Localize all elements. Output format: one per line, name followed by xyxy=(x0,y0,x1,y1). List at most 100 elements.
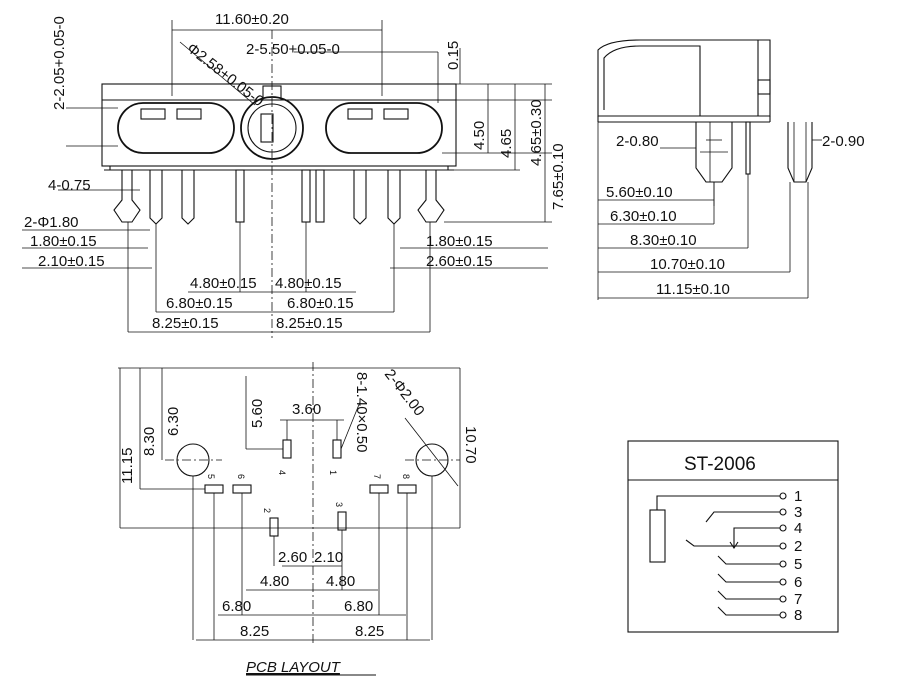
pcb-pin-label-5: 5 xyxy=(206,474,216,479)
dim-front-right-260: 2.60±0.15 xyxy=(426,253,493,270)
sch-pin-label: 4 xyxy=(794,520,802,537)
pcb-slot-7 xyxy=(369,484,389,494)
dim-front-680-left: 6.80±0.15 xyxy=(166,295,233,312)
schematic-box: ST-2006 1 3 4 2 5 6 7 8 xyxy=(627,440,839,633)
pcb-pin-label-2: 2 xyxy=(262,508,272,513)
sch-pin-label: 6 xyxy=(794,574,802,591)
front-left-post xyxy=(113,170,141,223)
dim-pcb-680-right: 6.80 xyxy=(344,598,373,615)
dim-side-1070: 10.70±0.10 xyxy=(650,256,725,273)
sch-terminal-3 xyxy=(779,508,787,516)
pcb-pin-label-7: 7 xyxy=(372,474,382,479)
front-right-contact-b xyxy=(383,108,409,120)
dim-pcb-1070: 10.70 xyxy=(462,426,479,464)
dim-front-left-180: 1.80±0.15 xyxy=(30,233,97,250)
front-left-contact-b xyxy=(176,108,202,120)
sch-pin-label: 7 xyxy=(794,591,802,608)
sch-pin-label: 1 xyxy=(794,488,802,505)
front-pin-6 xyxy=(353,170,367,225)
dim-pcb-560: 5.60 xyxy=(249,399,266,428)
front-pin-2 xyxy=(181,170,195,225)
dim-pcb-260: 2.60 xyxy=(278,549,307,566)
pcb-slot-3 xyxy=(337,511,347,531)
pcb-slot-8 xyxy=(397,484,417,494)
dim-front-h765: 7.65±0.10 xyxy=(550,143,567,210)
front-jack-outer xyxy=(240,96,304,160)
sch-pin-label: 8 xyxy=(794,607,802,624)
side-view xyxy=(597,39,822,300)
front-left-capsule xyxy=(117,102,235,154)
dim-pcb-210: 2.10 xyxy=(314,549,343,566)
front-pin-7 xyxy=(387,170,401,225)
dim-front-480-left: 4.80±0.15 xyxy=(190,275,257,292)
sch-pin-label: 2 xyxy=(794,538,802,555)
side-right-pin xyxy=(787,122,813,183)
dim-side-080: 2-0.80 xyxy=(616,133,659,150)
dim-front-right-180: 1.80±0.15 xyxy=(426,233,493,250)
dim-pcb-680-left: 6.80 xyxy=(222,598,251,615)
front-body-outline xyxy=(101,83,457,167)
pcb-pin-label-4: 4 xyxy=(277,470,287,475)
dim-front-680-right: 6.80±0.15 xyxy=(287,295,354,312)
dim-front-h450: 4.50 xyxy=(471,121,488,150)
pcb-slot-2 xyxy=(269,517,279,537)
dim-front-825-left: 8.25±0.15 xyxy=(152,315,219,332)
sch-terminal-7 xyxy=(779,595,787,603)
sch-terminal-4 xyxy=(779,524,787,532)
dim-pcb-480-right: 4.80 xyxy=(326,573,355,590)
dim-front-825-right: 8.25±0.15 xyxy=(276,315,343,332)
side-body-outline xyxy=(597,39,771,117)
front-pin-3 xyxy=(235,169,245,223)
front-jack-slot xyxy=(260,113,274,143)
sch-pin-label: 3 xyxy=(794,504,802,521)
front-left-contact-a xyxy=(140,108,166,120)
pcb-layout-view: 4 1 5 6 7 8 2 3 xyxy=(118,362,461,645)
pcb-slot-4 xyxy=(282,439,292,459)
dim-pcb-825-right: 8.25 xyxy=(355,623,384,640)
dim-pcb-slots: 8-1.40×0.50 xyxy=(353,372,370,453)
front-pin-4 xyxy=(301,169,311,223)
dim-front-top: 0.15 xyxy=(445,41,462,70)
sch-terminal-5 xyxy=(779,560,787,568)
dim-side-1115: 11.15±0.10 xyxy=(656,281,730,298)
dim-front-pin075: 4-0.75 xyxy=(48,177,91,194)
pcb-slot-5 xyxy=(204,484,224,494)
sch-terminal-8 xyxy=(779,611,787,619)
dim-front-phi180: 2-Φ1.80 xyxy=(24,214,79,231)
dim-pcb-holes: 2-Φ2.00 xyxy=(381,366,428,419)
front-right-contact-a xyxy=(347,108,373,120)
dim-pcb-360: 3.60 xyxy=(292,401,321,418)
dim-front-left-slot: 2-2.05+0.05-0 xyxy=(51,16,68,110)
sch-terminal-2 xyxy=(779,542,787,550)
sch-terminal-1 xyxy=(779,492,787,500)
front-pin-1 xyxy=(149,170,163,225)
dim-front-width: 11.60±0.20 xyxy=(215,11,289,28)
schematic-frame xyxy=(627,440,839,633)
dim-pcb-830: 8.30 xyxy=(141,427,158,456)
dim-front-h465: 4.65 xyxy=(498,129,515,158)
pcb-slot-1 xyxy=(332,439,342,459)
pcb-layout-title: PCB LAYOUT xyxy=(246,659,342,676)
pcb-pin-label-8: 8 xyxy=(401,474,411,479)
pcb-slot-6 xyxy=(232,484,252,494)
front-view xyxy=(22,20,552,338)
dim-pcb-1115: 11.15 xyxy=(119,448,136,484)
sch-terminal-6 xyxy=(779,578,787,586)
dim-pcb-630: 6.30 xyxy=(165,407,182,436)
side-center-pin xyxy=(745,121,751,175)
front-right-post xyxy=(417,170,445,223)
front-right-capsule xyxy=(325,102,443,154)
dim-side-560: 5.60±0.10 xyxy=(606,184,673,201)
dim-front-left-210: 2.10±0.15 xyxy=(38,253,105,270)
front-pin-5 xyxy=(315,169,325,223)
model-number: ST-2006 xyxy=(684,454,756,475)
dim-side-830: 8.30±0.10 xyxy=(630,232,697,249)
dim-side-630: 6.30±0.10 xyxy=(610,208,677,225)
dim-pcb-825-left: 8.25 xyxy=(240,623,269,640)
dim-side-090: 2-0.90 xyxy=(822,133,865,150)
pcb-pin-label-6: 6 xyxy=(236,474,246,479)
pcb-pin-label-3: 3 xyxy=(334,502,344,507)
pcb-pin-label-1: 1 xyxy=(328,470,338,475)
